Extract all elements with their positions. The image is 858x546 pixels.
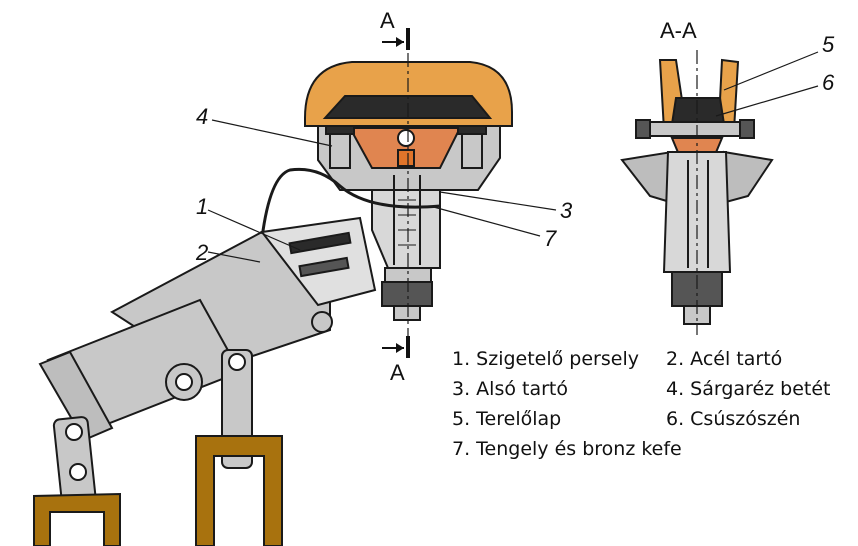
legend-item: 1. Szigetelő persely [452, 348, 639, 370]
section-mark-bottom: A [390, 360, 405, 385]
main-view [33, 61, 513, 546]
legend-row: 5. Terelőlap 6. Csúszószén [452, 404, 852, 434]
section-marker-bottom: A [382, 336, 410, 385]
flex-wire [260, 167, 441, 239]
callout-3: 3 [560, 198, 573, 223]
brass-insert [348, 127, 462, 169]
callout-4: 4 [196, 104, 208, 129]
section-right-wing [722, 150, 774, 204]
legend-row: 1. Szigetelő persely 2. Acél tartó [452, 344, 852, 374]
callout-5: 5 [822, 32, 835, 57]
tube-end [38, 350, 114, 442]
legend-item: 3. Alsó tartó [452, 378, 568, 400]
legend-item: 4. Sárgaréz betét [666, 378, 831, 400]
legend-row: 3. Alsó tartó 4. Sárgaréz betét [452, 374, 852, 404]
legend-item: 5. Terelőlap [452, 408, 562, 430]
leader-lines [207, 51, 819, 263]
pivot-bolt [397, 129, 415, 147]
section-left-wing [620, 150, 674, 204]
right-bronze-fork [195, 435, 283, 546]
orange-pin [397, 149, 415, 167]
section-marker-top: A [380, 8, 410, 50]
parts-legend: 1. Szigetelő persely 2. Acél tartó 3. Al… [452, 344, 852, 464]
cross-bolt [635, 121, 755, 137]
callout-2: 2 [195, 240, 208, 265]
legend-row: 7. Tengely és bronz kefe [452, 434, 852, 464]
callout-7: 7 [544, 226, 557, 251]
legend-item: 6. Csúszószén [666, 408, 801, 430]
legend-item: 2. Acél tartó [666, 348, 783, 370]
section-title: A-A [660, 18, 697, 43]
left-bronze-fork [33, 492, 121, 546]
callout-6: 6 [822, 70, 835, 95]
carbon-slider [670, 97, 726, 125]
section-mark-top: A [380, 8, 395, 33]
legend-item: 7. Tengely és bronz kefe [452, 438, 682, 460]
callout-1: 1 [196, 194, 208, 219]
lower-holder [371, 189, 441, 269]
bottom-nut [381, 281, 433, 307]
